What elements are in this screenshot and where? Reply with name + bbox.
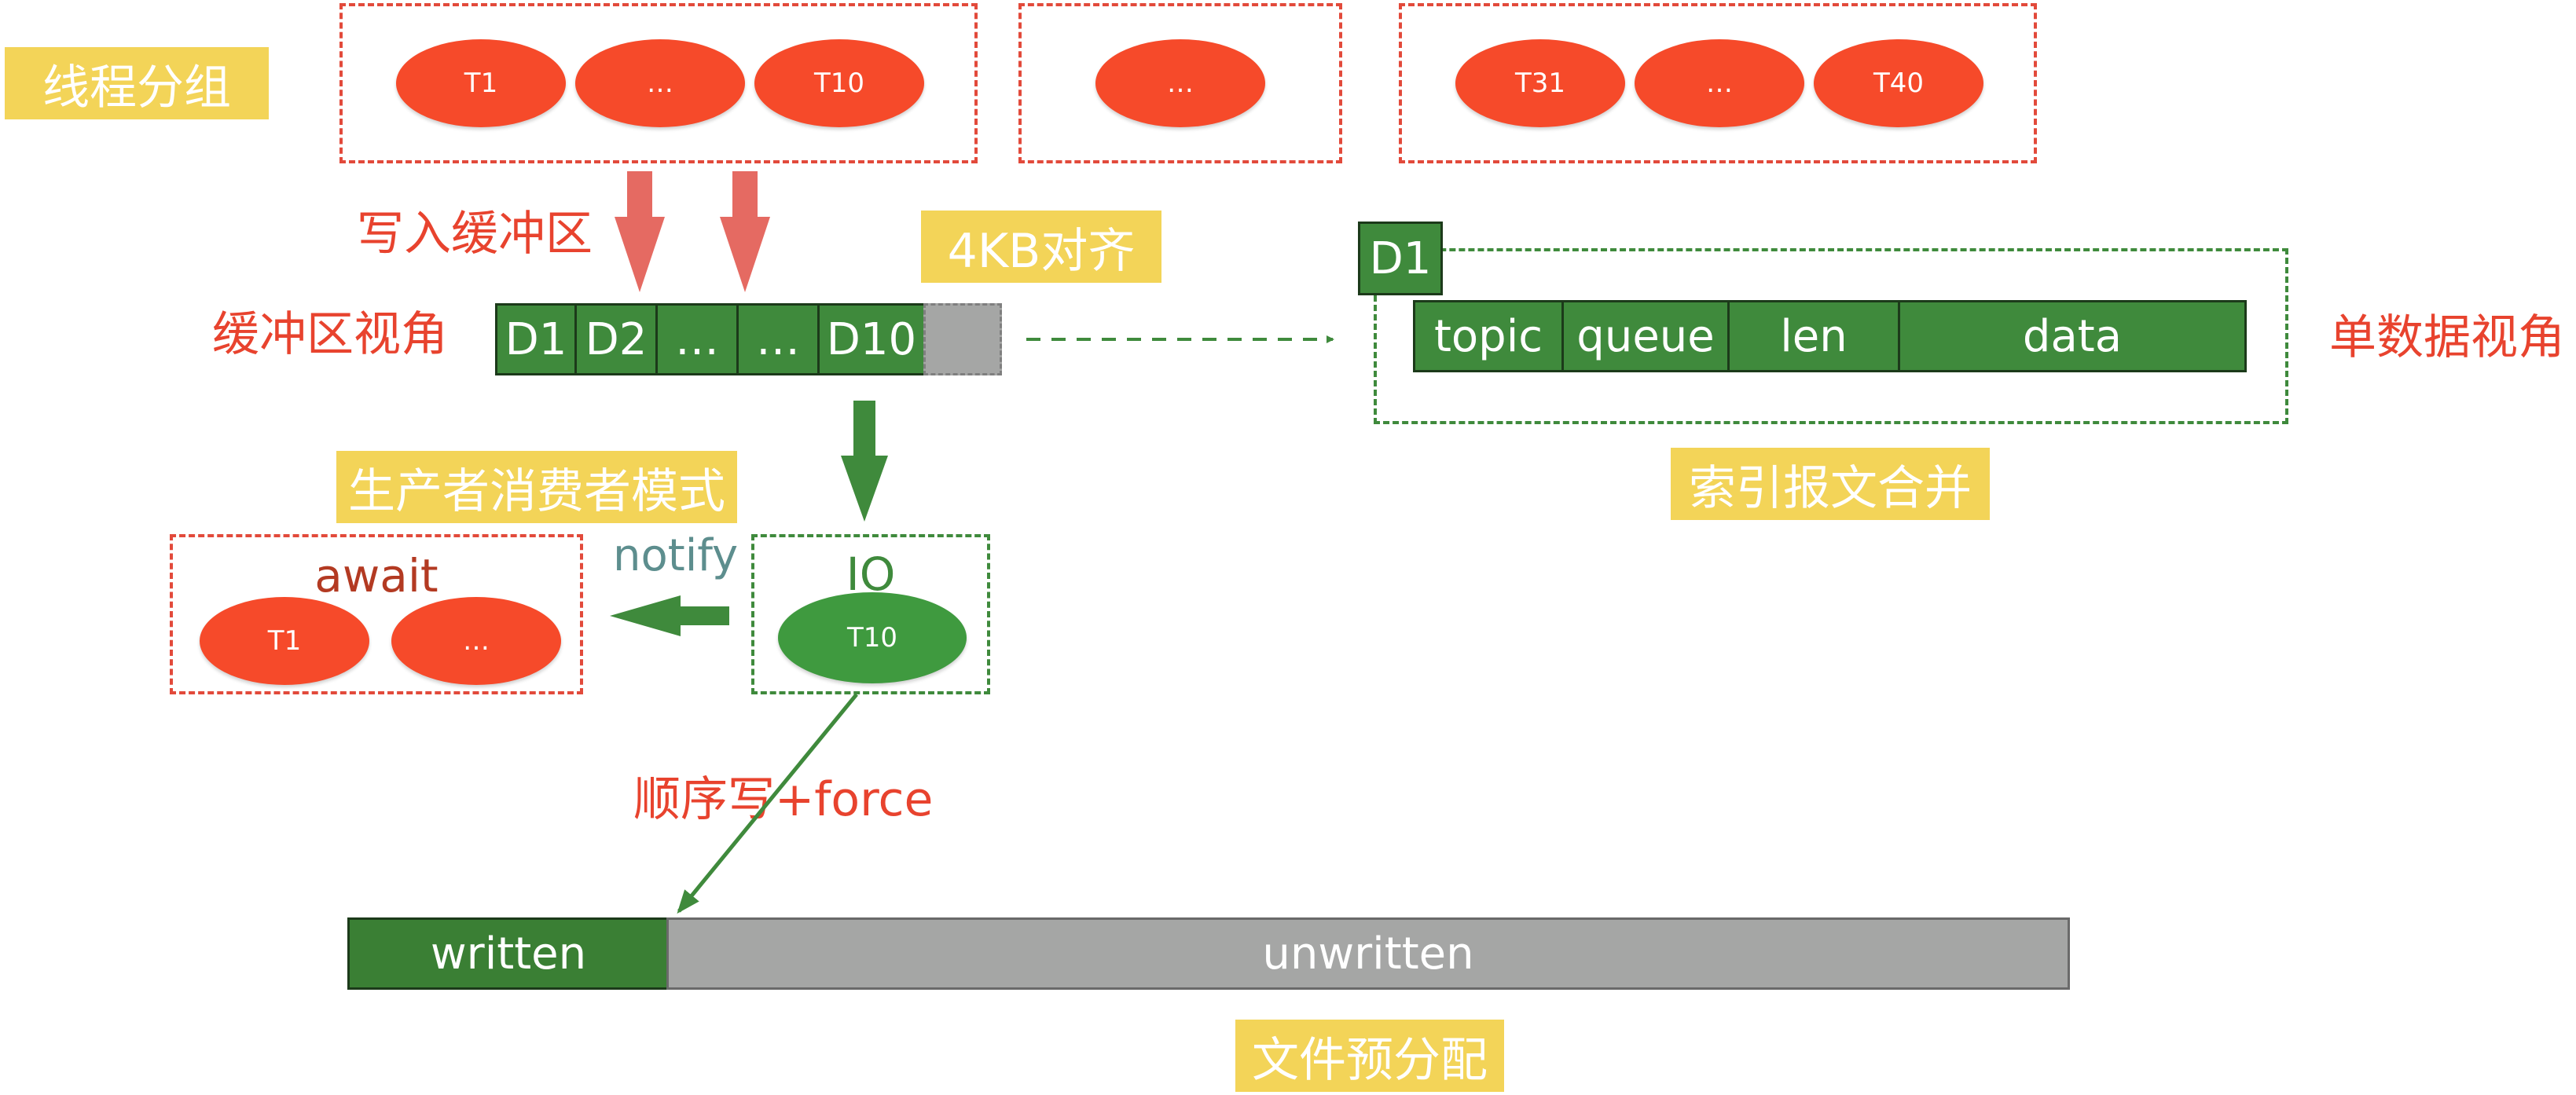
thread-t10: T10	[754, 39, 924, 127]
align-4kb-tag: 4KB对齐	[921, 211, 1161, 283]
index-merge-tag: 索引报文合并	[1671, 448, 1990, 520]
await-group: await T1 …	[170, 534, 583, 694]
producer-consumer-tag: 生产者消费者模式	[336, 451, 737, 523]
thread-group-2: …	[1018, 3, 1342, 163]
await-thread-ellipsis: …	[391, 597, 561, 685]
buffer-cell-d10: D10	[817, 303, 926, 375]
red-arrow-1	[615, 171, 665, 292]
field-topic: topic	[1413, 300, 1564, 372]
thread-t1: T1	[396, 39, 566, 127]
thread-t31: T31	[1455, 39, 1625, 127]
file-prealloc-tag: 文件预分配	[1235, 1020, 1504, 1092]
notify-arrow	[610, 595, 729, 636]
field-len: len	[1727, 300, 1900, 372]
io-thread-t10: T10	[778, 592, 967, 683]
buffer-cell-d1: D1	[495, 303, 577, 375]
file-written: written	[347, 917, 670, 990]
thread-group-3: T31 … T40	[1399, 3, 2037, 163]
notify-label: notify	[613, 530, 739, 581]
thread-ellipsis: …	[1635, 39, 1804, 127]
buffer-cell-d2: D2	[574, 303, 658, 375]
thread-ellipsis: …	[1095, 39, 1265, 127]
thread-group-1: T1 … T10	[339, 3, 978, 163]
write-buffer-label: 写入缓冲区	[357, 207, 593, 262]
single-data-view-label: 单数据视角	[2329, 310, 2565, 365]
single-data-frame	[1374, 248, 2288, 424]
buffer-padding	[923, 303, 1002, 375]
thread-t40: T40	[1814, 39, 1983, 127]
field-data: data	[1898, 300, 2247, 372]
io-label: IO	[846, 548, 896, 601]
thread-group-tag: 线程分组	[5, 47, 269, 119]
green-down-arrow	[841, 401, 888, 522]
await-label: await	[314, 549, 439, 602]
buffer-cell-ellipsis: …	[736, 303, 820, 375]
io-to-file-arrow	[677, 693, 858, 914]
file-unwritten: unwritten	[666, 917, 2070, 990]
io-group: IO T10	[751, 534, 990, 694]
await-thread-t1: T1	[200, 597, 369, 685]
buffer-view-label: 缓冲区视角	[212, 307, 448, 362]
single-data-header-d1: D1	[1358, 222, 1443, 295]
red-arrow-2	[720, 171, 770, 292]
buffer-cell-ellipsis: …	[655, 303, 739, 375]
field-queue: queue	[1561, 300, 1730, 372]
thread-ellipsis: …	[575, 39, 745, 127]
